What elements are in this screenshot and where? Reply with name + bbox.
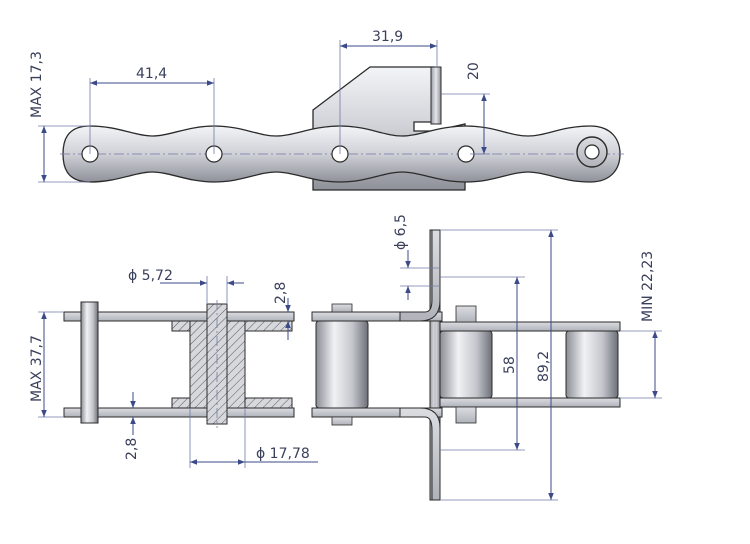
dim-plate-thickness-bottom: 2,8 bbox=[124, 438, 140, 460]
dim-plate-thickness-top: 2,8 bbox=[273, 282, 289, 304]
dim-max-height: MAX 17,3 bbox=[29, 51, 45, 118]
dim-attachment-hole: ϕ 6,5 bbox=[393, 214, 409, 250]
outer-plate-right-bottom bbox=[439, 397, 621, 408]
roller bbox=[439, 330, 493, 399]
dim-inner-width: 58 bbox=[502, 356, 518, 374]
pin-head bbox=[331, 416, 353, 426]
outer-plate-right-top bbox=[439, 321, 621, 332]
top-dimensions: MAX 17,3 41,4 31,9 20 bbox=[29, 29, 490, 183]
chain-plan-view bbox=[63, 229, 621, 501]
pin-head bbox=[455, 305, 477, 323]
inner-plate-bottom bbox=[311, 407, 443, 418]
inner-plate-top bbox=[311, 311, 443, 322]
roller bbox=[565, 330, 619, 399]
dim-overall-width: 89,2 bbox=[536, 351, 552, 382]
pin-head bbox=[455, 406, 477, 424]
dim-max-width: MAX 37,7 bbox=[29, 335, 45, 402]
dim-min-gap: MIN 22,23 bbox=[640, 251, 656, 322]
dim-attachment-width: 31,9 bbox=[372, 29, 403, 45]
end-pin-hole bbox=[584, 144, 600, 160]
end-link-pin bbox=[80, 301, 99, 424]
dim-pitch: 41,4 bbox=[136, 66, 167, 82]
attachment-flange bbox=[430, 66, 442, 125]
dim-attachment-slot: 20 bbox=[466, 62, 482, 80]
dim-roller-diameter: ϕ 17,78 bbox=[256, 446, 310, 462]
pin-head bbox=[331, 303, 353, 313]
dim-pin-diameter: ϕ 5,72 bbox=[128, 268, 173, 284]
chain-side-view bbox=[60, 66, 624, 191]
roller bbox=[315, 320, 369, 409]
bottom-dimensions: ϕ 5,72 2,8 MAX 37,7 2,8 ϕ 17,78 ϕ 6,5 58 bbox=[29, 214, 662, 501]
